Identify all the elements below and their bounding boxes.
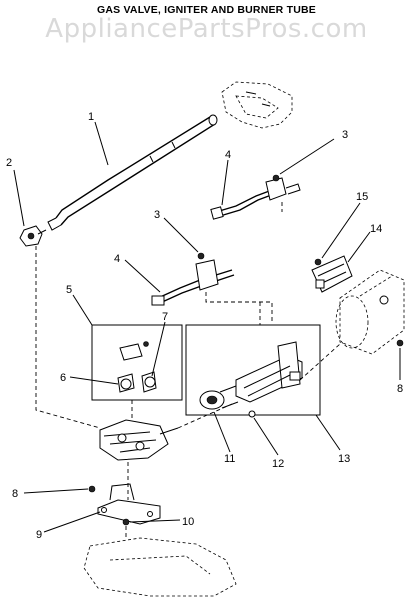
leader-4-middle xyxy=(124,259,161,293)
leader-15 xyxy=(321,202,361,259)
igniter-bracket-14[interactable] xyxy=(311,255,353,293)
callout-15: 15 xyxy=(356,191,368,203)
callout-9: 9 xyxy=(36,529,42,541)
valve-bracket-9[interactable] xyxy=(97,483,161,525)
watermark: AppliancePartsPros.com xyxy=(45,14,368,44)
leader-10 xyxy=(129,519,181,523)
callout-8: 8 xyxy=(12,488,18,500)
leader-12 xyxy=(253,417,279,456)
burner-mount-assembly[interactable] xyxy=(235,341,303,403)
callout-2: 2 xyxy=(6,157,12,169)
leader-3-upper xyxy=(279,138,335,175)
leader-9 xyxy=(43,511,101,533)
igniter-middle[interactable] xyxy=(151,252,235,306)
screw-8-right[interactable] xyxy=(396,339,404,347)
screw-12[interactable] xyxy=(248,410,256,418)
box-valve-coils xyxy=(91,324,183,401)
leader-6 xyxy=(69,376,119,385)
burner-tube[interactable] xyxy=(47,114,218,231)
cabinet-bracket-ghost xyxy=(221,81,293,129)
leader-13 xyxy=(315,414,341,451)
flow-line-mount-to-housing xyxy=(299,343,341,381)
gas-valve-body[interactable] xyxy=(99,419,179,461)
leader-1 xyxy=(94,121,109,166)
leader-11 xyxy=(213,411,231,453)
callout-11: 11 xyxy=(224,453,235,465)
burner-cap-11[interactable] xyxy=(199,385,239,410)
callout-3: 3 xyxy=(342,129,348,141)
screw-15[interactable] xyxy=(314,258,322,266)
callout-6: 6 xyxy=(60,372,66,384)
callout-13: 13 xyxy=(338,453,350,465)
callout-4: 4 xyxy=(114,253,120,265)
cabinet-base-ghost xyxy=(83,537,237,597)
diagram-title: GAS VALVE, IGNITER AND BURNER TUBE xyxy=(97,4,316,16)
screw-10[interactable] xyxy=(122,518,130,526)
leader-5 xyxy=(72,294,93,326)
leader-8-bottom xyxy=(23,488,89,494)
callout-1: 1 xyxy=(88,111,94,123)
callout-14: 14 xyxy=(370,223,382,235)
orifice-fitting[interactable] xyxy=(19,225,47,247)
callout-7: 7 xyxy=(162,311,168,323)
igniter-upper[interactable] xyxy=(210,174,301,220)
callout-12: 12 xyxy=(272,458,284,470)
callout-8: 8 xyxy=(397,383,403,395)
screw-8-bottom[interactable] xyxy=(88,485,96,493)
callout-3: 3 xyxy=(154,209,160,221)
callout-10: 10 xyxy=(182,516,194,528)
callout-5: 5 xyxy=(66,284,72,296)
callout-4: 4 xyxy=(225,149,231,161)
flow-line-igniter xyxy=(205,292,273,322)
leader-2 xyxy=(13,169,25,227)
leader-7 xyxy=(151,321,166,377)
flow-line-orifice-to-valve xyxy=(35,246,101,429)
valve-coil-components[interactable] xyxy=(117,341,157,393)
leader-4-upper xyxy=(221,159,229,206)
leader-3-middle xyxy=(163,217,199,253)
burner-housing-ghost xyxy=(335,269,405,355)
leader-14 xyxy=(347,231,371,263)
